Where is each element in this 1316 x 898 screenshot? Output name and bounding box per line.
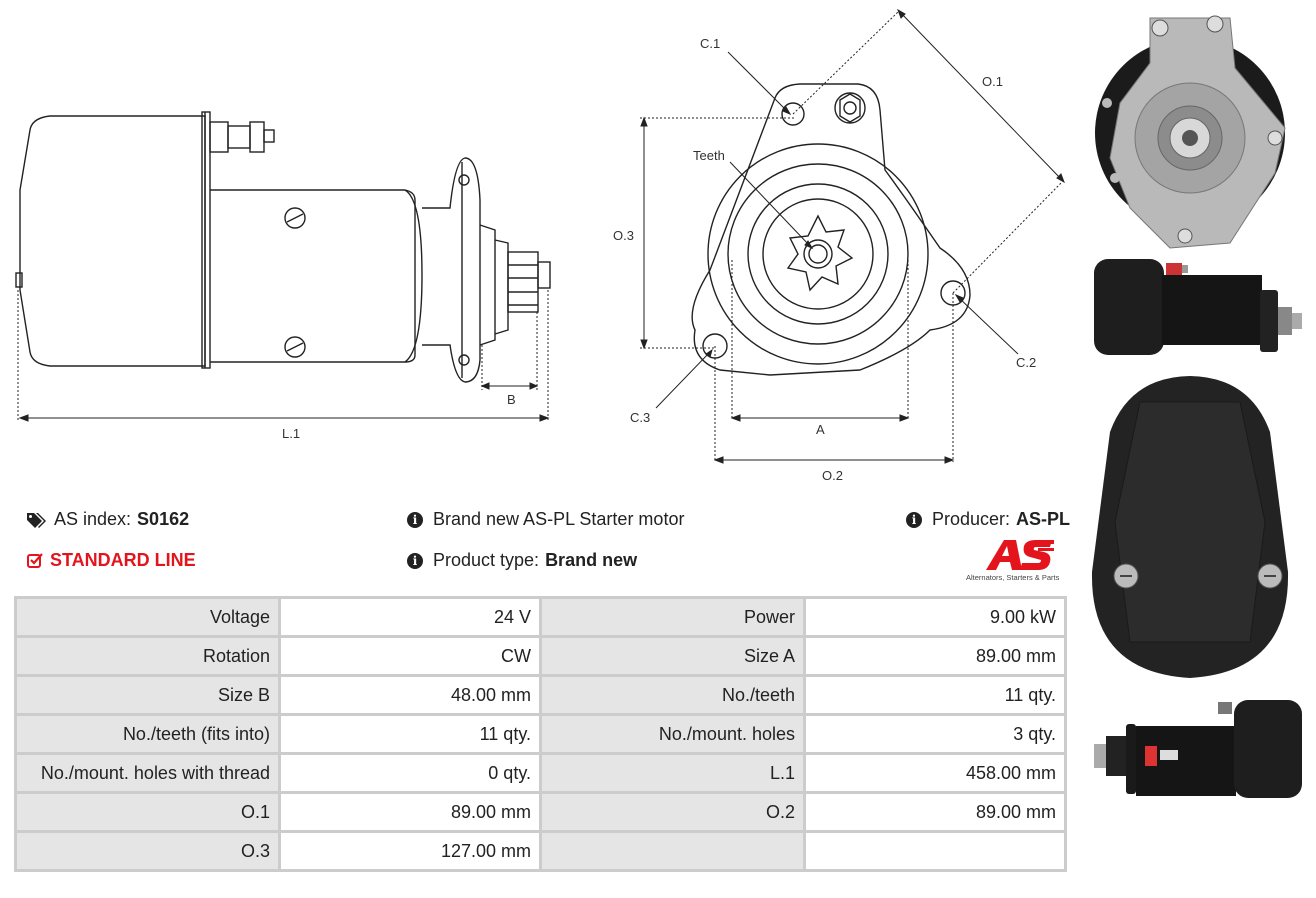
standard-line: STANDARD LINE [26,550,196,571]
spec-label: Size B [14,674,281,716]
spec-value: 0 qty. [278,752,542,794]
spec-value: 11 qty. [278,713,542,755]
spec-value: 3 qty. [803,713,1067,755]
as-index-label: AS index: [54,509,132,529]
table-row: No./teeth (fits into) 11 qty. No./mount.… [14,713,1067,755]
spec-value: 89.00 mm [803,635,1067,677]
description: i Brand new AS-PL Starter motor [407,509,684,530]
spec-value: 9.00 kW [803,596,1067,638]
label-o3: O.3 [613,228,634,243]
spec-value: 11 qty. [803,674,1067,716]
table-row: O.3 127.00 mm [14,830,1067,872]
tags-icon [27,512,46,528]
label-b: B [507,392,516,407]
spec-table: Voltage 24 V Power 9.00 kW Rotation CW S… [14,596,1067,872]
spec-value: 24 V [278,596,542,638]
as-index-value: S0162 [137,509,190,529]
info-icon: i [407,511,423,528]
spec-label: O.1 [14,791,281,833]
producer-label: Producer: [932,509,1011,529]
as-logo-mark [986,540,1054,570]
spec-label: L.1 [539,752,806,794]
spec-value: 89.00 mm [803,791,1067,833]
spec-label: No./mount. holes [539,713,806,755]
as-logo: Alternators, Starters & Parts [964,538,1068,584]
product-type: i Product type: Brand new [407,550,637,571]
spec-value [803,830,1067,872]
spec-label: Rotation [14,635,281,677]
info-icon: i [906,511,922,528]
as-index: AS index: S0162 [26,509,189,530]
photo-front [1095,15,1286,249]
photo-top [1091,376,1289,678]
front-view-drawing: C.1 O.1 Teeth O.3 C.2 C.3 A O.2 [613,8,1065,483]
label-o2: O.2 [822,468,843,483]
photo-side-right [1094,259,1302,355]
spec-label: Size A [539,635,806,677]
spec-label: No./mount. holes with thread [14,752,281,794]
table-row: No./mount. holes with thread 0 qty. L.1 … [14,752,1067,794]
producer-value: AS-PL [1016,509,1071,529]
spec-label: No./teeth (fits into) [14,713,281,755]
table-row: Rotation CW Size A 89.00 mm [14,635,1067,677]
spec-value: CW [278,635,542,677]
standard-line-label: STANDARD LINE [50,550,196,570]
label-l1: L.1 [282,426,300,441]
spec-label: O.3 [14,830,281,872]
spec-value: 127.00 mm [278,830,542,872]
spec-value: 458.00 mm [803,752,1067,794]
product-type-label: Product type: [433,550,540,570]
spec-label [539,830,806,872]
label-a: A [816,422,825,437]
spec-label: Voltage [14,596,281,638]
label-teeth: Teeth [693,148,725,163]
photo-side-left [1094,700,1302,798]
spec-value: 89.00 mm [278,791,542,833]
spec-label: O.2 [539,791,806,833]
label-c1: C.1 [700,36,720,51]
logo-tagline: Alternators, Starters & Parts [966,573,1060,582]
description-text: Brand new AS-PL Starter motor [433,509,685,529]
table-row: Size B 48.00 mm No./teeth 11 qty. [14,674,1067,716]
product-type-value: Brand new [545,550,638,570]
info-icon: i [407,552,423,569]
label-o1: O.1 [982,74,1003,89]
check-square-icon [27,552,43,568]
table-row: O.1 89.00 mm O.2 89.00 mm [14,791,1067,833]
spec-value: 48.00 mm [278,674,542,716]
label-c3: C.3 [630,410,650,425]
spec-label: No./teeth [539,674,806,716]
label-c2: C.2 [1016,355,1036,370]
producer: i Producer: AS-PL [906,509,1070,530]
table-row: Voltage 24 V Power 9.00 kW [14,596,1067,638]
side-view-drawing: L.1 B [15,111,551,441]
spec-label: Power [539,596,806,638]
